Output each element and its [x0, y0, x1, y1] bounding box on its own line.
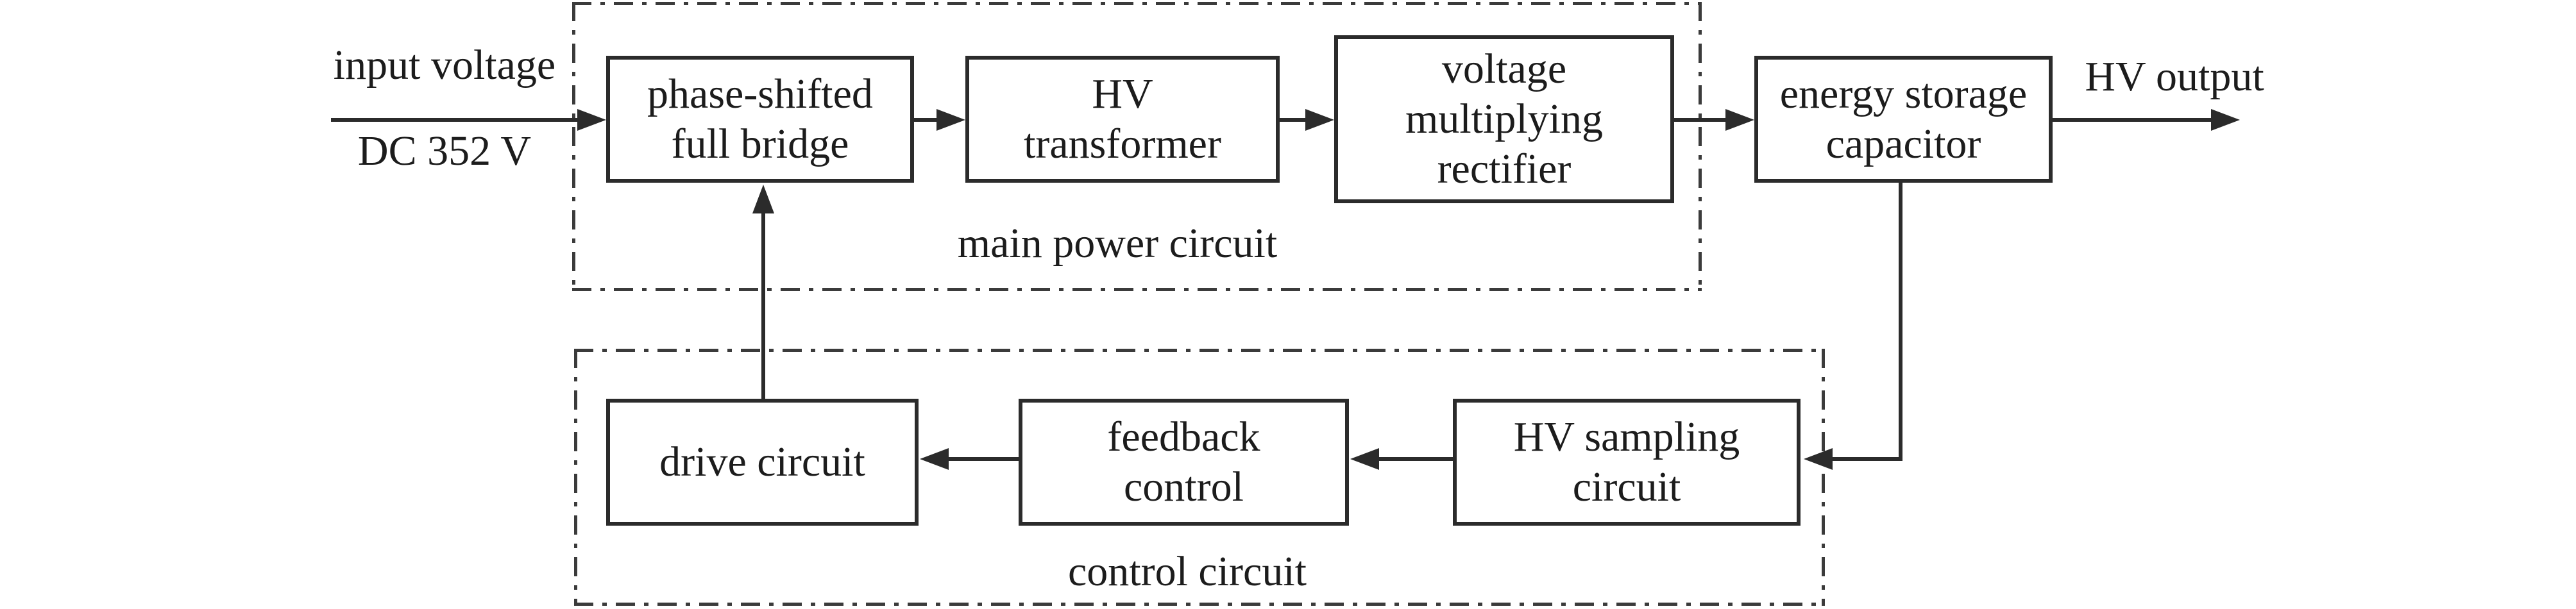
block-label-line: feedback — [1107, 413, 1260, 460]
block-label-line: HV — [1092, 71, 1153, 117]
arrow-input-line — [331, 118, 580, 122]
arrowhead-input — [577, 109, 606, 131]
arrow-feedback-to-drive-line — [947, 457, 1019, 461]
block-label-line: voltage — [1441, 46, 1567, 92]
input-value-label: DC 352 V — [357, 128, 532, 174]
control-circuit-border-right — [1822, 349, 1825, 606]
block-label-line: rectifier — [1437, 146, 1572, 192]
block-hv-transformer: HV transformer — [965, 56, 1280, 183]
arrow-capacitor-to-sampling-horizontal-line — [1831, 457, 1902, 461]
hv-output-label: HV output — [2085, 53, 2264, 100]
block-label-line: multiplying — [1405, 96, 1604, 142]
arrow-bridge-to-transformer-line — [914, 118, 940, 122]
block-hv-sampling-circuit: HV sampling circuit — [1453, 399, 1801, 526]
block-drive-circuit: drive circuit — [606, 399, 919, 526]
block-label-line: circuit — [1572, 463, 1681, 510]
arrowhead-capacitor-to-sampling — [1804, 448, 1833, 470]
main-power-circuit-border-left — [572, 2, 575, 291]
block-label-line: HV sampling — [1513, 413, 1740, 460]
main-power-circuit-caption: main power circuit — [957, 220, 1278, 267]
arrow-capacitor-to-sampling-vertical-line — [1899, 183, 1902, 461]
block-voltage-multiplying-rectifier: voltage multiplying rectifier — [1334, 35, 1674, 203]
block-label-line: control — [1124, 463, 1244, 510]
block-energy-storage-capacitor: energy storage capacitor — [1754, 56, 2053, 183]
block-phase-shifted-full-bridge: phase-shifted full bridge — [606, 56, 914, 183]
arrow-hv-output-line — [2053, 118, 2214, 122]
control-circuit-border-top — [574, 349, 1825, 352]
arrow-rectifier-to-capacitor-line — [1674, 118, 1729, 122]
arrowhead-rectifier-to-capacitor — [1725, 109, 1754, 131]
control-circuit-caption: control circuit — [1067, 548, 1307, 595]
main-power-circuit-border-top — [572, 2, 1702, 5]
arrowhead-transformer-to-rectifier — [1305, 109, 1334, 131]
arrowhead-sampling-to-feedback — [1350, 448, 1379, 470]
control-circuit-border-left — [574, 349, 577, 606]
main-power-circuit-border-bottom — [572, 288, 1702, 291]
block-label-line: capacitor — [1826, 121, 1981, 167]
input-voltage-label: input voltage — [333, 42, 556, 88]
arrowhead-drive-to-bridge — [752, 185, 774, 213]
block-label-line: full bridge — [671, 121, 849, 167]
main-power-circuit-border-right — [1699, 2, 1702, 291]
arrow-sampling-to-feedback-line — [1378, 457, 1453, 461]
control-circuit-border-bottom — [574, 603, 1825, 606]
block-label-line: phase-shifted — [647, 71, 873, 117]
arrowhead-feedback-to-drive — [920, 448, 949, 470]
arrowhead-bridge-to-transformer — [936, 109, 965, 131]
arrow-transformer-to-rectifier-line — [1280, 118, 1309, 122]
block-feedback-control: feedback control — [1019, 399, 1349, 526]
block-label-line: drive circuit — [659, 438, 865, 485]
block-label-line: energy storage — [1779, 71, 2028, 117]
block-label-line: transformer — [1024, 121, 1221, 167]
arrow-drive-to-bridge-line — [761, 212, 765, 399]
arrowhead-hv-output — [2211, 109, 2240, 131]
